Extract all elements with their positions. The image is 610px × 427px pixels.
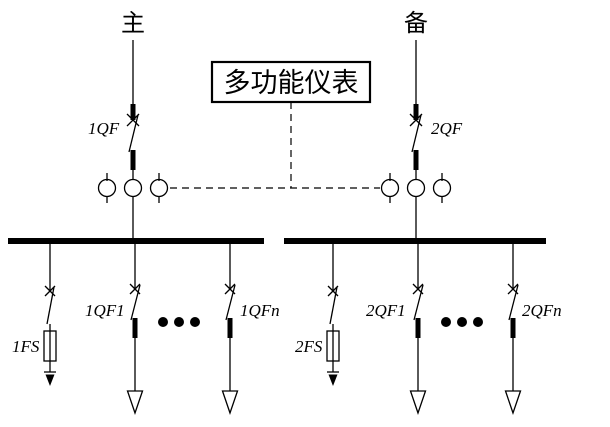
right-fuse-label: 2FS [295, 337, 323, 356]
right-last-feeder-label: 2QFn [522, 301, 562, 320]
left-last-feeder-label: 1QFn [240, 301, 280, 320]
multifunction-meter: 多功能仪表 [210, 60, 372, 104]
left-fuse-label: 1FS [12, 337, 40, 356]
right-incoming-feed [380, 40, 452, 241]
dot [473, 317, 483, 327]
right-feeder-first [409, 244, 427, 416]
main-feed-label: 主 [121, 9, 145, 37]
right-feeder-ellipsis [441, 317, 483, 327]
dot [441, 317, 451, 327]
backup-feed-label: 备 [404, 9, 428, 37]
dot [457, 317, 467, 327]
left-fuse-branch [43, 244, 57, 386]
ground-arrow [45, 374, 55, 386]
right-fuse-branch [326, 244, 340, 386]
left-incoming-breaker-label: 1QF [88, 119, 120, 138]
left-feeder-last [221, 244, 239, 416]
dot [190, 317, 200, 327]
left-incoming-breaker-symbol [126, 104, 140, 170]
load-arrow [504, 390, 522, 416]
meter-dashed-links [170, 102, 380, 189]
fuse-symbol [326, 330, 340, 362]
left-incoming-feed [97, 40, 169, 241]
meter-label: 多功能仪表 [224, 68, 359, 99]
dot [158, 317, 168, 327]
left-feeder-first [126, 244, 144, 416]
right-incoming-breaker-symbol [409, 104, 423, 170]
right-first-feeder-label: 2QF1 [366, 301, 406, 320]
load-arrow [126, 390, 144, 416]
fuse-symbol [43, 330, 57, 362]
load-arrow [409, 390, 427, 416]
right-incoming-breaker-label: 2QF [431, 119, 463, 138]
left-feeder-ellipsis [158, 317, 200, 327]
meter-box [210, 60, 372, 104]
left-first-feeder-label: 1QF1 [85, 301, 125, 320]
load-arrow [221, 390, 239, 416]
right-feeder-last [504, 244, 522, 416]
ground-arrow [328, 374, 338, 386]
dot [174, 317, 184, 327]
